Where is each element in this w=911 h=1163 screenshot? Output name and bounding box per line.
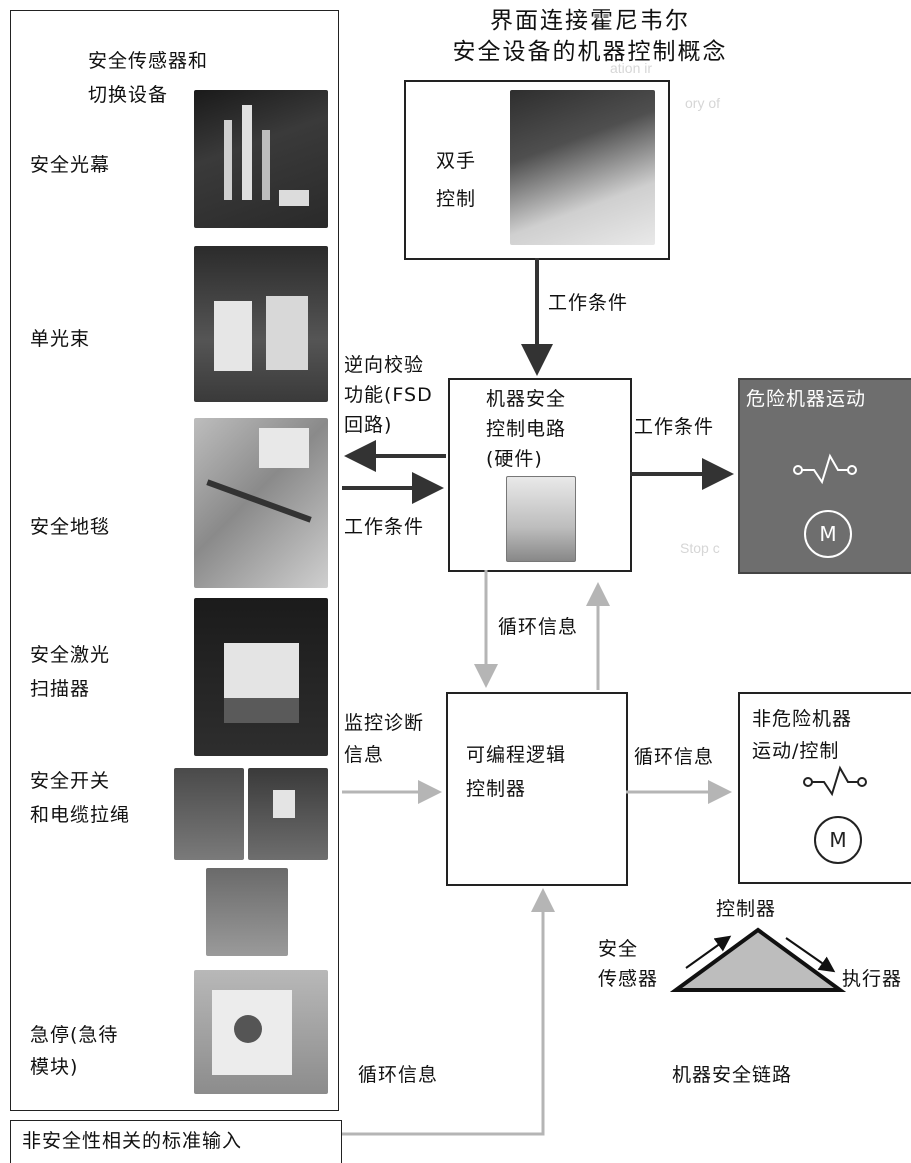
work-condition-right-label: 工作条件: [634, 416, 715, 438]
bg-ghost-text: ation ir: [610, 60, 653, 76]
safety-relay-photo: [506, 476, 576, 562]
safety-mat-label: 安全地毯: [30, 516, 111, 538]
non-hazard-label-2: 运动/控制: [752, 740, 840, 762]
estop-label-2: 模块): [30, 1056, 79, 1078]
title-line-2: 安全设备的机器控制概念: [452, 39, 728, 65]
left-heading-2: 切换设备: [88, 84, 169, 106]
standard-input-box: [10, 1120, 342, 1163]
safety-chain-triangle: [669, 927, 847, 992]
non-hazard-motion-symbol: [803, 765, 867, 797]
fsd-label-3: 回路): [344, 414, 393, 436]
diagram-title: 界面连接霍尼韦尔 安全设备的机器控制概念: [390, 6, 790, 68]
chain-controller-label: 控制器: [716, 898, 777, 920]
plc-label-2: 控制器: [466, 778, 527, 800]
bg-ghost-text: Stop c: [680, 540, 720, 556]
safety-switch-label-1: 安全开关: [30, 770, 111, 792]
left-heading-1: 安全传感器和: [88, 50, 209, 72]
cycle-info-bottom-label: 循环信息: [358, 1064, 439, 1086]
hazard-motor-icon: M: [804, 510, 852, 558]
title-line-1: 界面连接霍尼韦尔: [490, 8, 690, 34]
two-hand-photo: [510, 90, 655, 245]
estop-label-1: 急停(急待: [30, 1024, 119, 1046]
laser-scanner-photo: [194, 598, 328, 756]
switch-photo: [206, 868, 288, 956]
light-curtain-label: 安全光幕: [30, 154, 111, 176]
chain-actuator-label: 执行器: [842, 968, 903, 990]
two-hand-label-2: 控制: [436, 188, 477, 210]
cable-pull-switch-photo: [248, 768, 328, 860]
light-curtain-photo: [194, 90, 328, 228]
safety-circuit-label-1: 机器安全: [486, 388, 567, 410]
chain-sensor-label-1: 安全: [598, 938, 639, 960]
bg-ghost-text: ory of: [685, 95, 721, 111]
non-hazard-label-1: 非危险机器: [752, 708, 853, 730]
chain-sensor-label-2: 传感器: [598, 968, 659, 990]
cycle-info-right-label: 循环信息: [634, 746, 715, 768]
single-beam-photo: [194, 246, 328, 402]
laser-scanner-label-2: 扫描器: [30, 678, 91, 700]
two-hand-label-1: 双手: [436, 150, 477, 172]
standard-input-label: 非安全性相关的标准输入: [22, 1130, 243, 1152]
monitor-diagnostic-label-1: 监控诊断: [344, 712, 425, 734]
work-condition-left-label: 工作条件: [344, 516, 425, 538]
fsd-label-1: 逆向校验: [344, 354, 425, 376]
work-condition-top-label: 工作条件: [548, 292, 629, 314]
estop-photo: [194, 970, 328, 1094]
safety-circuit-label-2: 控制电路: [486, 418, 567, 440]
plc-label-1: 可编程逻辑: [466, 744, 567, 766]
safety-circuit-label-3: (硬件): [486, 448, 543, 470]
hazardous-motion-label: 危险机器运动: [746, 388, 867, 410]
plc-box: [446, 692, 628, 886]
safety-switch-photo: [174, 768, 244, 860]
safety-switch-label-2: 和电缆拉绳: [30, 804, 131, 826]
cycle-info-mid-label: 循环信息: [498, 616, 579, 638]
chain-caption: 机器安全链路: [672, 1064, 793, 1086]
safety-mat-photo: [194, 418, 328, 588]
laser-scanner-label-1: 安全激光: [30, 644, 111, 666]
monitor-diagnostic-label-2: 信息: [344, 744, 385, 766]
non-hazard-motor-icon: M: [814, 816, 862, 864]
single-beam-label: 单光束: [30, 328, 91, 350]
hazard-motion-symbol: [793, 453, 857, 485]
fsd-label-2: 功能(FSD: [344, 384, 433, 406]
